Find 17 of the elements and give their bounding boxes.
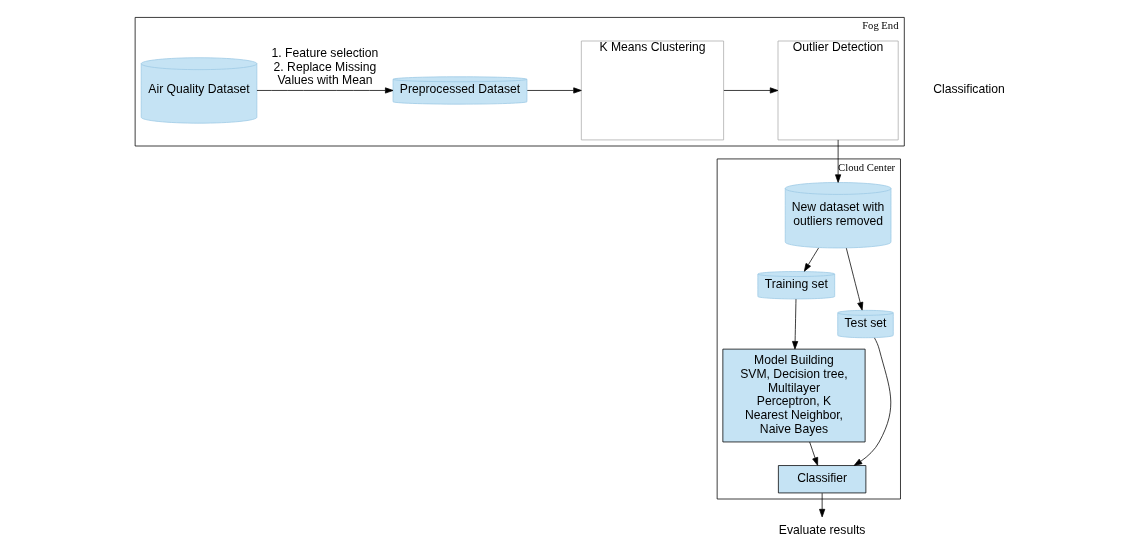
arrow [853,337,891,466]
arrow [834,139,841,183]
node-text: Evaluate results [778,522,865,537]
arrow [723,87,778,94]
node-box: Classifier [777,465,866,494]
arrow [845,247,863,311]
node-box: Model Building SVM, Decision tree, Multilayer Perceptron, K Nearest Neighbor, Naive Bayes [721,348,865,443]
arrow [818,492,825,518]
arrow [808,441,818,466]
arrow [526,87,582,94]
edge-label: 1. Feature selection 2. Replace Missing Values with Mean [271,45,378,88]
node-box: Outlier Detection [777,40,899,141]
label: Classification [932,82,1005,97]
arrow [256,87,393,94]
arrow [803,247,819,272]
node-box: K Means Clustering [580,40,724,141]
arrow [791,298,798,350]
